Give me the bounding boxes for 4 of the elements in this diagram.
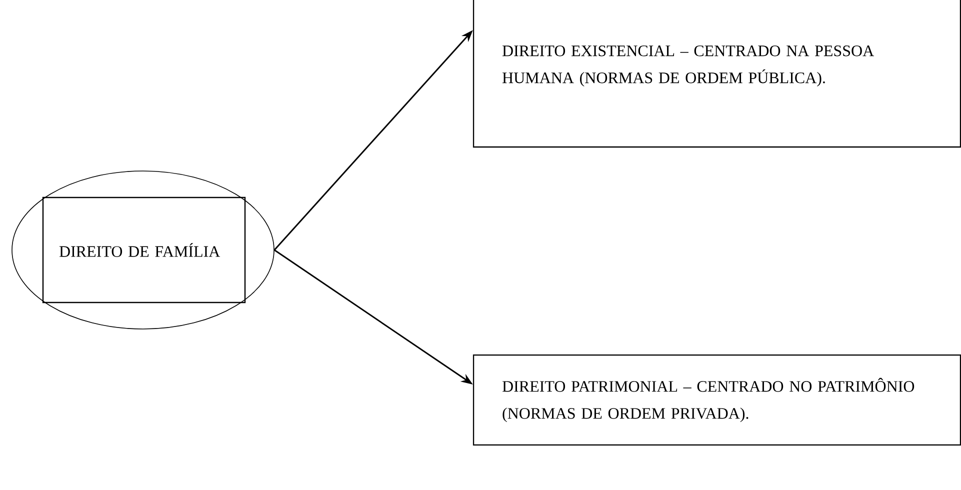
text-box: DIREITO EXISTENCIAL – CENTRADO NA PESSOA HUMANA (NORMAS DE ORDEM PÚBLICA).: [472, 0, 961, 148]
text-box: DIREITO DE FAMÍLIA: [42, 196, 246, 304]
ellipse-outline: [12, 170, 274, 330]
text-box: DIREITO PATRIMONIAL – CENTRADO NO PATRIMÔNIO (NORMAS DE ORDEM PRIVADA).: [472, 354, 961, 446]
